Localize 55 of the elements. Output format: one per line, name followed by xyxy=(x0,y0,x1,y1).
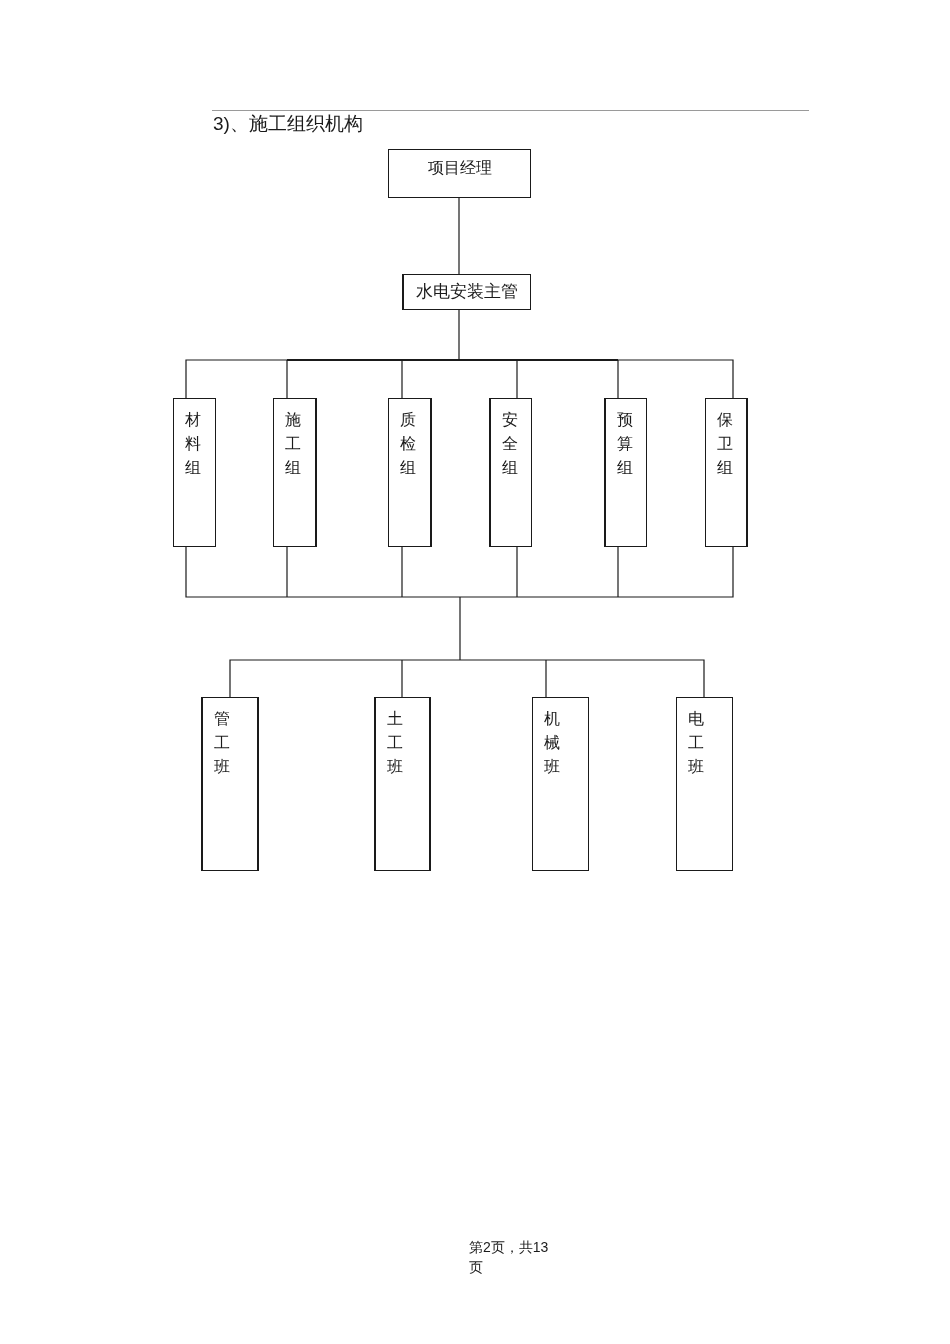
connector-line xyxy=(401,546,403,598)
org-box xyxy=(273,398,317,547)
connector-line xyxy=(617,546,734,598)
org-box xyxy=(532,697,589,871)
box-label: 材料组 xyxy=(185,410,201,478)
connector-line xyxy=(287,358,402,362)
connector-line xyxy=(516,546,518,598)
box-label: 预算组 xyxy=(617,410,633,478)
connector-line xyxy=(286,359,288,399)
connector-line xyxy=(458,309,460,361)
org-box xyxy=(489,398,532,547)
connector-line xyxy=(459,358,517,362)
org-box xyxy=(374,697,431,871)
connector-line xyxy=(516,596,619,598)
connector-line xyxy=(617,359,734,399)
connector-line xyxy=(401,359,403,399)
connector-line xyxy=(458,197,460,275)
org-box xyxy=(201,697,259,871)
connector-line xyxy=(229,659,403,698)
connector-line xyxy=(617,359,619,399)
connector-line xyxy=(459,596,518,598)
connector-line xyxy=(459,659,547,661)
box-label: 机械班 xyxy=(544,709,560,777)
connector-line xyxy=(185,359,288,399)
connector-line xyxy=(401,659,403,698)
box-label: 安全组 xyxy=(502,410,518,478)
box-label: 施工组 xyxy=(285,410,301,478)
box-label: 保卫组 xyxy=(717,410,733,478)
connector-line xyxy=(517,358,618,362)
org-box xyxy=(705,398,748,547)
box-label: 质检组 xyxy=(400,410,416,478)
org-box xyxy=(402,274,531,310)
box-label: 管工班 xyxy=(214,709,230,777)
connector-line xyxy=(401,596,461,598)
box-label: 项目经理 xyxy=(427,158,492,178)
org-box xyxy=(388,398,432,547)
org-box xyxy=(173,398,216,547)
org-box xyxy=(388,149,531,198)
connector-line xyxy=(459,596,461,661)
org-box xyxy=(676,697,733,871)
box-label: 电工班 xyxy=(688,709,704,777)
page-number: 第2页，共13页 xyxy=(469,1238,550,1277)
connector-line xyxy=(185,546,288,598)
connector-line xyxy=(545,659,705,698)
connector-line xyxy=(401,659,461,661)
connector-line xyxy=(516,359,518,399)
box-label: 土工班 xyxy=(387,709,403,777)
org-box xyxy=(604,398,647,547)
connector-line xyxy=(286,596,403,598)
connector-line xyxy=(402,358,459,362)
box-label: 水电安装主管 xyxy=(416,281,518,303)
connector-line xyxy=(545,659,547,698)
connector-line xyxy=(617,546,619,598)
section-heading: 3)、施工组织机构 xyxy=(213,112,363,136)
connector-line xyxy=(286,546,288,598)
